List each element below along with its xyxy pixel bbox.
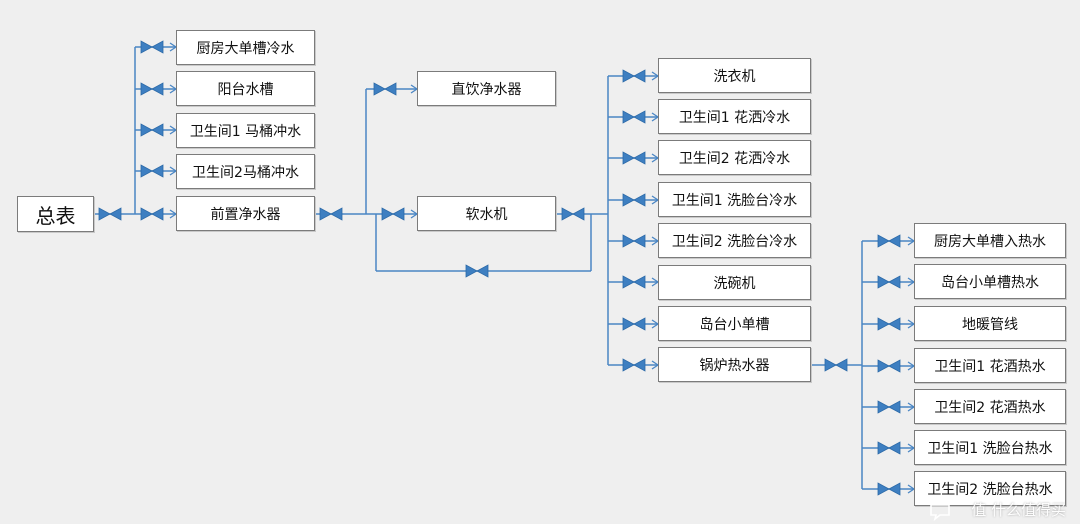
node-bath2-shower-cold: 卫生间2 花洒冷水 — [658, 140, 811, 175]
valve-icon — [622, 275, 646, 289]
node-island-sink-hot: 岛台小单槽热水 — [914, 264, 1066, 299]
node-kitchen-sink-hot: 厨房大单槽入热水 — [914, 223, 1066, 258]
node-washing-machine: 洗衣机 — [658, 58, 811, 93]
valve-icon — [877, 482, 901, 496]
node-bath2-basin-cold: 卫生间2 洗脸台冷水 — [658, 223, 811, 258]
valve-icon — [877, 275, 901, 289]
valve-icon — [877, 317, 901, 331]
valve-icon — [465, 264, 489, 278]
valve-icon — [98, 207, 122, 221]
valve-icon — [622, 193, 646, 207]
valve-icon — [622, 151, 646, 165]
watermark-text: 值 什么值得买 — [971, 501, 1066, 519]
watermark-logo-icon — [930, 504, 950, 521]
valve-icon — [140, 82, 164, 96]
valve-icon — [877, 234, 901, 248]
valve-icon — [140, 123, 164, 137]
node-floor-heating: 地暖管线 — [914, 306, 1066, 341]
node-bath1-shower-cold: 卫生间1 花洒冷水 — [658, 99, 811, 134]
node-bath1-basin-cold: 卫生间1 洗脸台冷水 — [658, 182, 811, 217]
node-dishwasher: 洗碗机 — [658, 265, 811, 300]
node-bath1-shower-hot: 卫生间1 花酒热水 — [914, 348, 1066, 383]
valve-icon — [140, 40, 164, 54]
valve-icon — [622, 358, 646, 372]
valve-icon — [824, 358, 848, 372]
node-balcony-sink: 阳台水槽 — [176, 71, 315, 106]
node-bath1-basin-hot: 卫生间1 洗脸台热水 — [914, 430, 1066, 465]
valve-icon — [877, 400, 901, 414]
node-main-meter: 总表 — [17, 196, 94, 232]
node-bath2-toilet: 卫生间2马桶冲水 — [176, 154, 315, 189]
valve-icon — [373, 82, 397, 96]
node-bath2-basin-hot: 卫生间2 洗脸台热水 — [914, 471, 1066, 506]
valve-icon — [622, 110, 646, 124]
node-island-sink: 岛台小单槽 — [658, 306, 811, 341]
valve-icon — [622, 234, 646, 248]
node-bath2-shower-hot: 卫生间2 花酒热水 — [914, 389, 1066, 424]
valve-icon — [877, 359, 901, 373]
valve-icon — [622, 317, 646, 331]
node-bath1-toilet: 卫生间1 马桶冲水 — [176, 113, 315, 148]
valve-icon — [877, 441, 901, 455]
valve-icon — [140, 207, 164, 221]
valve-icon — [140, 164, 164, 178]
valve-icon — [381, 207, 405, 221]
node-water-softener: 软水机 — [417, 196, 556, 231]
node-pre-filter: 前置净水器 — [176, 196, 315, 231]
valve-icon — [319, 207, 343, 221]
valve-icon — [561, 207, 585, 221]
node-direct-drink-purifier: 直饮净水器 — [417, 71, 556, 106]
node-boiler: 锅炉热水器 — [658, 347, 811, 382]
node-kitchen-sink-cold: 厨房大单槽冷水 — [176, 30, 315, 65]
valve-icon — [622, 69, 646, 83]
